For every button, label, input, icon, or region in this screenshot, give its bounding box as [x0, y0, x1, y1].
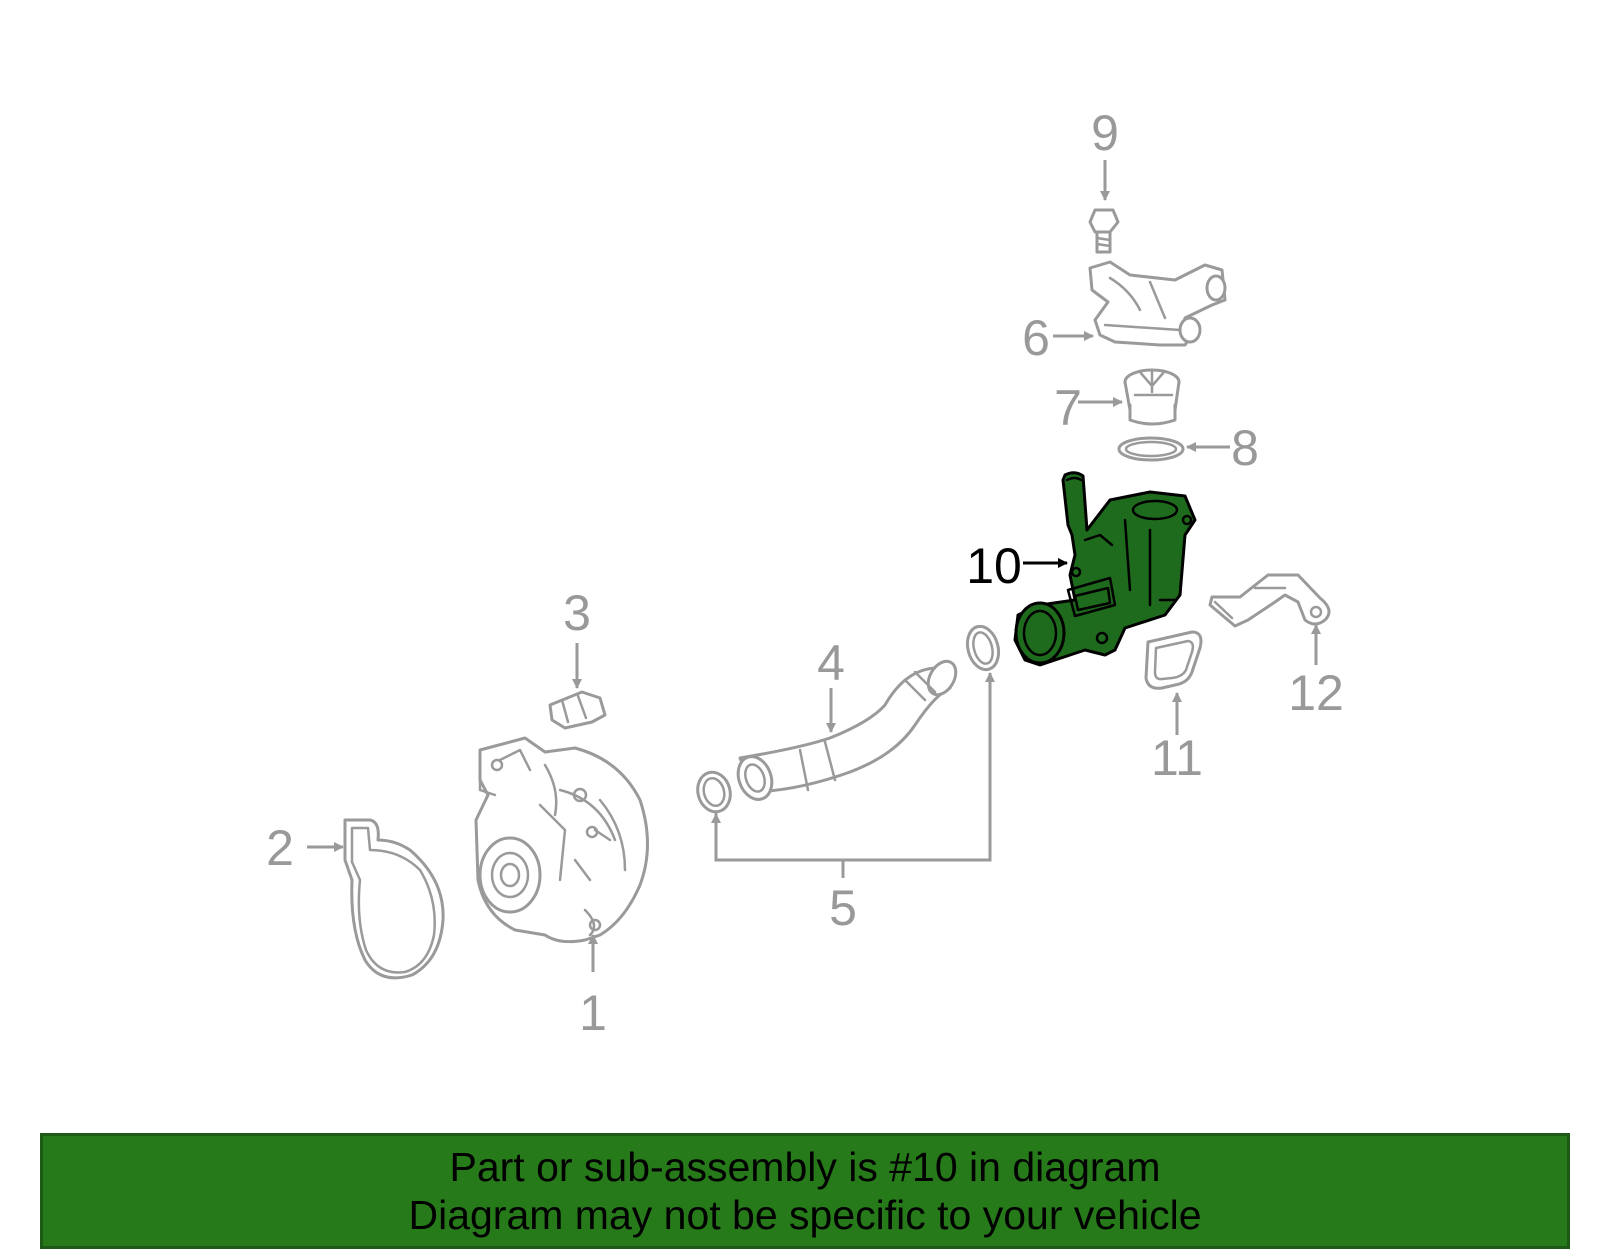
- callout-4: 4: [817, 635, 845, 691]
- part-12-bracket[interactable]: [1208, 573, 1331, 628]
- part-5-o-rings[interactable]: [693, 623, 1003, 816]
- part-2-gasket[interactable]: [343, 818, 445, 980]
- part-4-hose[interactable]: [732, 656, 961, 804]
- callout-1: 1: [579, 985, 607, 1041]
- callout-3: 3: [563, 585, 591, 641]
- part-9-bolt[interactable]: [1088, 208, 1120, 254]
- part-10-housing-assembly[interactable]: [1013, 471, 1197, 667]
- part-1-water-pump[interactable]: [474, 736, 649, 944]
- info-banner: Part or sub-assembly is #10 in diagram D…: [40, 1133, 1570, 1249]
- callout-10: 10: [966, 538, 1022, 594]
- leader-lines: [307, 160, 1321, 972]
- part-11-gasket[interactable]: [1144, 630, 1203, 690]
- callout-9: 9: [1091, 105, 1119, 161]
- banner-line-2: Diagram may not be specific to your vehi…: [408, 1192, 1202, 1238]
- callout-7: 7: [1054, 380, 1082, 436]
- banner-line-1: Part or sub-assembly is #10 in diagram: [449, 1144, 1161, 1190]
- part-3-sensor[interactable]: [548, 690, 607, 730]
- callout-5: 5: [829, 880, 857, 936]
- callout-2: 2: [266, 820, 294, 876]
- part-6-thermostat-housing[interactable]: [1088, 260, 1227, 347]
- callout-6: 6: [1022, 310, 1050, 366]
- part-8-o-ring[interactable]: [1117, 436, 1185, 462]
- callout-11: 11: [1151, 730, 1203, 786]
- callout-8: 8: [1231, 420, 1259, 476]
- part-7-thermostat[interactable]: [1123, 368, 1181, 426]
- callout-12: 12: [1288, 665, 1344, 721]
